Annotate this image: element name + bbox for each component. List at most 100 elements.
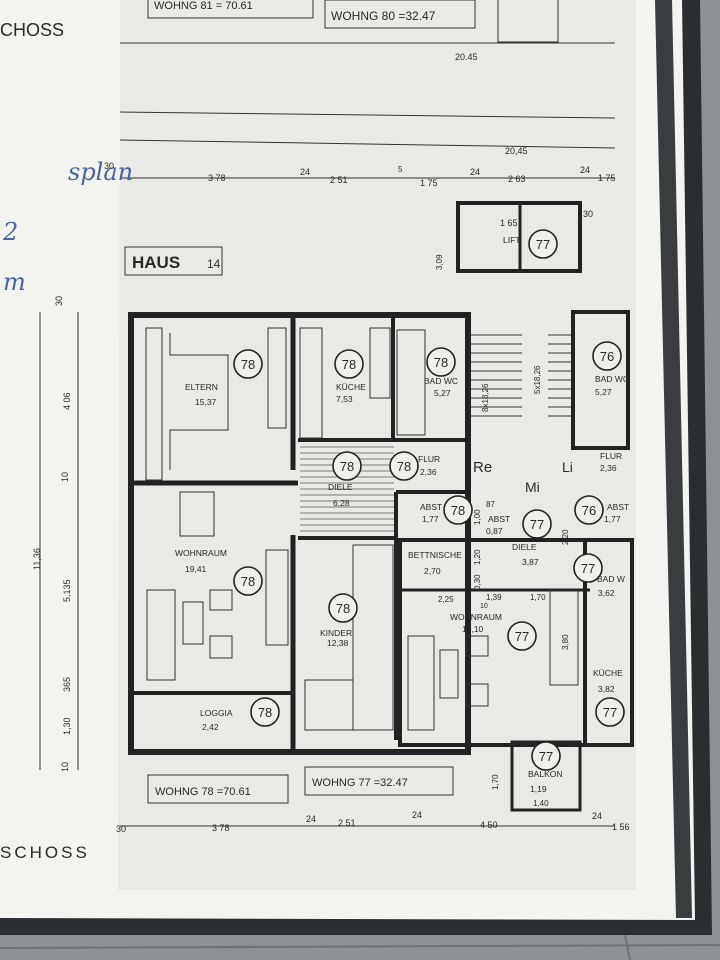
wohng-77-total: WOHNG 77 =32.47 [312,777,408,789]
room-name-kueche78: KÜCHE [336,382,366,392]
dim-380: 3,80 [561,634,570,650]
unit-number-kinder78: 78 [336,601,350,616]
unit-circle-bad78 [426,347,456,377]
unit-circle-kueche78 [334,349,364,379]
dim-bottom-156: 1 56 [612,822,630,832]
room-name-diele78: DIELE [328,482,353,492]
unit-circle-kinder78 [328,593,358,623]
room-name-bad78: BAD WC [424,376,458,386]
room-area-wohnraum77: 17,10 [462,624,484,634]
handwriting-line1: splan [68,158,133,186]
room-name-wohnraum78: WOHNRAUM [175,548,227,558]
dim-total-top: 20.45 [455,52,478,62]
unit-number-diele78: 78 [340,459,354,474]
unit-circle-loggia78 [250,697,280,727]
floor-seam [624,934,631,960]
dim-top-251: 2 51 [330,175,348,185]
wardrobe-kinder [352,544,394,731]
room-area-loggia78: 2,42 [202,722,219,732]
unit-circle-eltern [233,349,263,379]
wohng-80-box [324,0,476,29]
room-area-flur78: 2,36 [420,467,437,477]
stair-label-mi: Mi [525,479,540,495]
dim-top-24c: 24 [580,165,590,175]
room-area-eltern: 15,37 [195,397,217,407]
wohng-81-total: WOHNG 81 = 70.61 [154,0,253,12]
plan-paper [118,0,636,890]
dim-left-10b: 10 [60,762,70,772]
dim-225: 2,25 [438,595,454,604]
dim-bottom-450: 4 50 [480,820,498,830]
unit-number-loggia78: 78 [258,705,272,720]
unit-number-wohnraum78: 78 [241,574,255,589]
room-area-kueche78: 7,53 [336,394,353,404]
dim-10: 10 [480,603,488,610]
room-name-bad76: BAD WC [595,374,629,384]
room-area-wohnraum78: 19,41 [185,564,207,574]
unit-number-bad78: 78 [434,355,448,370]
stair-label-re: Re [473,459,492,476]
dim-87: 87 [486,500,495,509]
dim-left-365: 365 [62,677,72,692]
dim-lift-30: 30 [583,209,593,219]
dimension-line [119,111,616,119]
dim-140: 1,40 [533,799,549,808]
unit-circle-diele77 [522,509,552,539]
room-area-kinder78: 12,38 [327,638,349,648]
room-area-abst78: 1,77 [422,514,439,524]
stove [369,327,391,399]
stair-label-li: Li [562,459,573,475]
dim-bottom-251: 2 51 [338,818,356,828]
unit-circle-flur78 [389,451,419,481]
room-area-diele78: 6,28 [333,498,350,508]
floor-label-top: CHOSS [0,20,64,40]
wardrobe [145,327,163,481]
stair-steps-1: 8x18,26 [481,383,490,412]
dim-bottom-378: 3 78 [212,823,230,833]
room-name-bad77: BAD W [597,574,625,584]
room-name-loggia78: LOGGIA [200,708,233,718]
wardrobe [267,327,287,429]
chair-77 [465,683,489,707]
dim-030: 0,30 [473,574,482,590]
room-area-diele77: 3,87 [522,557,539,567]
wohng-81-box [147,0,314,19]
dim-bottom-170: 1,70 [491,774,500,790]
room-name-kueche77: KÜCHE [593,668,623,678]
room-name-wohnraum77: WOHNRAUM [450,612,502,622]
room-name-abst77: ABST [488,514,510,524]
unit-number-balkon77: 77 [539,749,553,764]
dim-170: 1,70 [530,593,546,602]
wohng-78-total: WOHNG 78 =70.61 [155,786,251,798]
unit-number-wohnraum77: 77 [515,629,529,644]
coffee-table [182,601,204,645]
haus-box [124,246,223,276]
dim-top-24b: 24 [470,167,480,177]
dimension-line [119,139,616,149]
dim-bottom-24c: 24 [592,811,602,821]
unit-80-box [497,0,559,43]
room-name-diele77: DIELE [512,542,537,552]
dim-bottom-24b: 24 [412,810,422,820]
handwriting-line3: m [3,268,26,296]
dim-top-175a: 1 75 [420,178,438,188]
room-area-bad78: 5,27 [434,388,451,398]
bed-outline [169,333,229,470]
dim-left-5135: 5,135 [62,579,72,602]
dim-bottom-30: 30 [116,824,126,834]
unit-number-abst76: 76 [582,503,596,518]
unit-number-bad77: 77 [581,561,595,576]
unit-circle-bad77 [573,553,603,583]
wohng-78-box [147,774,289,804]
unit-number-flur78: 78 [397,459,411,474]
handwriting-line2: 2 [2,218,18,246]
floor-seam [0,944,720,949]
dim-left-130: 1,30 [62,717,72,735]
unit-number-kueche78: 78 [342,357,356,372]
room-name-lift77: LIFT [503,235,520,245]
dining-table [179,491,215,537]
dim-left-406: 4 06 [62,392,72,410]
